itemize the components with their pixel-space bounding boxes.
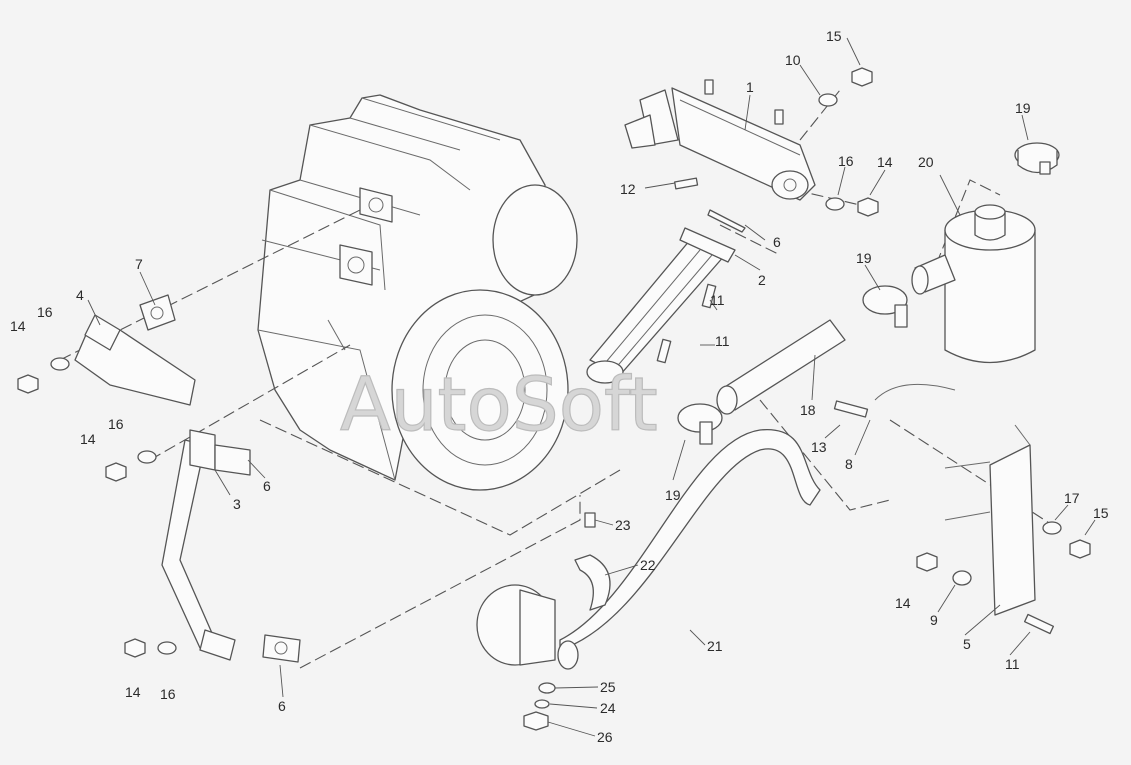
callout: 18 bbox=[800, 402, 816, 418]
callout: 19 bbox=[856, 250, 872, 266]
intake-pipe bbox=[716, 319, 846, 415]
callout: 8 bbox=[845, 456, 853, 472]
engine-block bbox=[257, 94, 578, 491]
callout: 4 bbox=[76, 287, 84, 303]
air-filter bbox=[911, 204, 1036, 364]
bellows-pipe bbox=[586, 209, 746, 384]
callouts: 1 2 3 4 5 6 6 6 7 8 9 10 11 11 11 12 13 … bbox=[10, 28, 1109, 745]
callout: 23 bbox=[615, 517, 631, 533]
callout: 9 bbox=[930, 612, 938, 628]
callout: 16 bbox=[37, 304, 53, 320]
callout: 22 bbox=[640, 557, 656, 573]
callout: 14 bbox=[877, 154, 893, 170]
callout: 13 bbox=[811, 439, 827, 455]
callout: 14 bbox=[895, 595, 911, 611]
callout: 19 bbox=[665, 487, 681, 503]
callout: 15 bbox=[826, 28, 842, 44]
callout: 11 bbox=[710, 292, 725, 308]
callout: 7 bbox=[135, 256, 143, 272]
callout: 25 bbox=[600, 679, 616, 695]
mounting-bracket bbox=[874, 383, 1036, 616]
callout: 2 bbox=[758, 272, 766, 288]
watermark: AutoSoft bbox=[340, 362, 658, 448]
callout: 19 bbox=[1015, 100, 1031, 116]
callout: 5 bbox=[963, 636, 971, 652]
callout: 12 bbox=[620, 181, 636, 197]
callout: 15 bbox=[1093, 505, 1109, 521]
callout: 6 bbox=[773, 234, 781, 250]
clamp-mid bbox=[862, 285, 908, 328]
exhaust-pipe-lower bbox=[161, 429, 301, 663]
exhaust-elbow bbox=[74, 294, 196, 406]
clamp-top bbox=[1014, 142, 1060, 175]
callout: 11 bbox=[715, 333, 730, 349]
fasteners bbox=[17, 67, 1091, 731]
callout: 11 bbox=[1005, 656, 1020, 672]
callout: 3 bbox=[233, 496, 241, 512]
callout: 21 bbox=[707, 638, 723, 654]
callout: 16 bbox=[160, 686, 176, 702]
callout: 16 bbox=[108, 416, 124, 432]
callout: 1 bbox=[746, 79, 754, 95]
callout: 14 bbox=[10, 318, 26, 334]
callout: 17 bbox=[1064, 490, 1080, 506]
callout: 16 bbox=[838, 153, 854, 169]
bracket bbox=[574, 554, 611, 611]
callout: 10 bbox=[785, 52, 801, 68]
callout: 24 bbox=[600, 700, 616, 716]
callout: 20 bbox=[918, 154, 934, 170]
clamp-low bbox=[677, 403, 723, 445]
leader-lines bbox=[87, 37, 1096, 737]
muffler bbox=[624, 79, 816, 201]
callout: 26 bbox=[597, 729, 613, 745]
callout: 6 bbox=[278, 698, 286, 714]
callout: 14 bbox=[80, 431, 96, 447]
hose bbox=[476, 429, 821, 670]
callout: 14 bbox=[125, 684, 141, 700]
callout: 6 bbox=[263, 478, 271, 494]
